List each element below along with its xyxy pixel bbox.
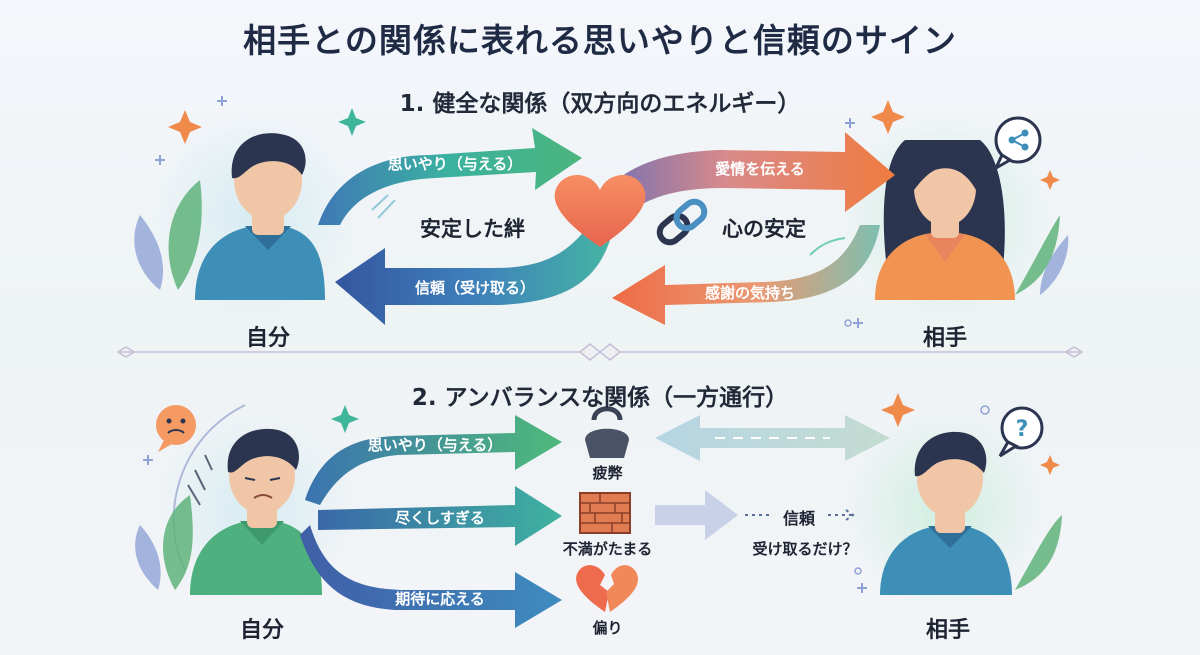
page-title: 相手との関係に表れる思いやりと信頼のサイン — [243, 21, 957, 60]
arrow-trust-section1 — [335, 230, 610, 325]
center-security-text: 心の安定 — [722, 217, 806, 241]
label-arrow-affection-s1: 愛情を伝える — [715, 160, 805, 178]
bias-label: 偏り — [592, 619, 623, 637]
leaf-decoration-left-s2 — [135, 495, 193, 590]
sad-face-icon — [156, 405, 196, 452]
arrow-faint-double — [655, 415, 890, 461]
self-label-s1: 自分 — [245, 326, 290, 351]
sparkle-icon — [155, 96, 1060, 328]
dotted-connector-right — [828, 509, 855, 521]
tension-lines-decoration — [187, 454, 213, 506]
label-arrow-give-s2: 思いやり（与える） — [368, 436, 503, 454]
trust-only-label: 信頼 — [782, 509, 815, 528]
broken-heart-icon — [576, 565, 639, 612]
leaf-decoration-left — [134, 180, 202, 290]
label-arrow-expect-s2: 期待に応える — [395, 590, 485, 608]
partner-label-s2: 相手 — [925, 618, 970, 643]
leaf-decoration-right — [1015, 215, 1069, 295]
section-divider — [116, 343, 1084, 361]
section2-heading: 2. アンバランスな関係（一方通行） — [411, 385, 789, 411]
arrow-give-section2 — [305, 415, 562, 505]
label-arrow-overdo-s2: 尽くしすぎる — [395, 509, 485, 527]
self-label-s2: 自分 — [239, 618, 284, 643]
heart-icon — [554, 174, 646, 247]
leaf-decoration-right-s2 — [1015, 515, 1062, 590]
motion-line-decoration — [809, 237, 846, 256]
question-bubble-icon: ? — [998, 406, 1044, 458]
motion-lines-decoration — [371, 194, 396, 219]
arrow-faint-right — [655, 490, 738, 540]
section1-heading: 1. 健全な関係（双方向のエネルギー） — [399, 91, 801, 117]
partner-person-figure-s2 — [880, 431, 1012, 595]
fatigue-label: 疲弊 — [592, 464, 623, 482]
label-arrow-trust-s1: 信頼（受け取る） — [415, 279, 535, 297]
arrow-give-section1 — [318, 128, 582, 225]
label-arrow-give-s1: 思いやり（与える） — [388, 155, 523, 173]
arrow-expect-section2 — [300, 525, 562, 628]
svg-text:?: ? — [1016, 417, 1029, 442]
label-arrow-gratitude-s1: 感謝の気持ち — [705, 284, 795, 302]
share-bubble-icon — [992, 116, 1042, 172]
arrow-affection-section1 — [590, 132, 895, 230]
chain-link-icon — [656, 198, 708, 246]
kettlebell-icon — [585, 406, 629, 458]
brick-wall-icon — [579, 492, 631, 534]
self-person-figure — [195, 133, 325, 300]
center-bond-text: 安定した絆 — [420, 217, 525, 241]
self-person-tired-figure — [190, 428, 322, 595]
partner-person-figure — [875, 140, 1015, 300]
frustration-label: 不満がたまる — [562, 540, 653, 558]
sparkle-icon-s2 — [143, 393, 1060, 593]
arrow-overdo-section2 — [318, 486, 562, 546]
receive-only-label: 受け取るだけ？ — [752, 540, 858, 558]
arrow-gratitude-section1 — [612, 225, 880, 325]
partner-label-s1: 相手 — [922, 326, 967, 351]
